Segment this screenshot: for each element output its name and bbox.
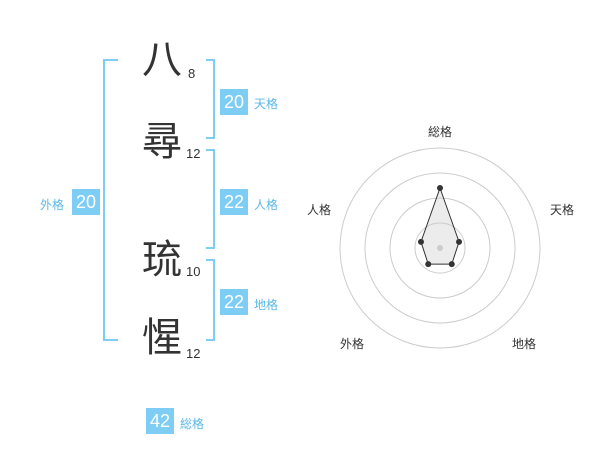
radar-axis-jinkaku: 人格 — [307, 203, 332, 217]
jinkaku-bracket — [206, 149, 215, 249]
radar-point — [456, 238, 463, 245]
radar-point — [448, 261, 455, 268]
gaikaku-label: 外格 — [40, 198, 65, 212]
tenkaku-label: 天格 — [254, 97, 279, 111]
stroke-count-4: 12 — [186, 346, 201, 361]
gaikaku-value: 20 — [72, 189, 100, 215]
jinkaku-value: 22 — [220, 189, 248, 215]
radar-axis-chikaku: 地格 — [512, 337, 537, 351]
radar-axis-soukaku: 総格 — [428, 125, 453, 139]
soukaku-value: 42 — [146, 408, 174, 434]
chikaku-label: 地格 — [254, 298, 279, 312]
gaikaku-bracket — [103, 59, 118, 341]
soukaku-label: 総格 — [180, 417, 205, 431]
radar-axis-tenkaku: 天格 — [550, 203, 575, 217]
radar-center — [437, 245, 443, 251]
stroke-count-3: 10 — [186, 264, 201, 279]
tenkaku-bracket — [206, 59, 215, 139]
stroke-count-1: 8 — [188, 66, 196, 81]
jinkaku-label: 人格 — [254, 198, 279, 212]
radar-point — [425, 261, 432, 268]
radar-ring — [339, 147, 541, 349]
chikaku-bracket — [206, 259, 215, 341]
name-char-3: 琉 — [142, 237, 182, 283]
radar-axis-gaikaku: 外格 — [340, 337, 365, 351]
radar-ring — [414, 222, 466, 274]
tenkaku-value: 20 — [220, 89, 248, 115]
radar-ring — [389, 197, 491, 299]
radar-point — [437, 185, 443, 191]
radar-point — [417, 238, 424, 245]
radar-ring — [364, 172, 516, 324]
radar-polygon — [420, 186, 460, 265]
name-char-1: 八 — [142, 37, 182, 83]
chikaku-value: 22 — [220, 289, 248, 315]
name-char-4: 惺 — [142, 315, 182, 361]
stroke-count-2: 12 — [186, 146, 201, 161]
name-char-2: 尋 — [142, 119, 182, 165]
